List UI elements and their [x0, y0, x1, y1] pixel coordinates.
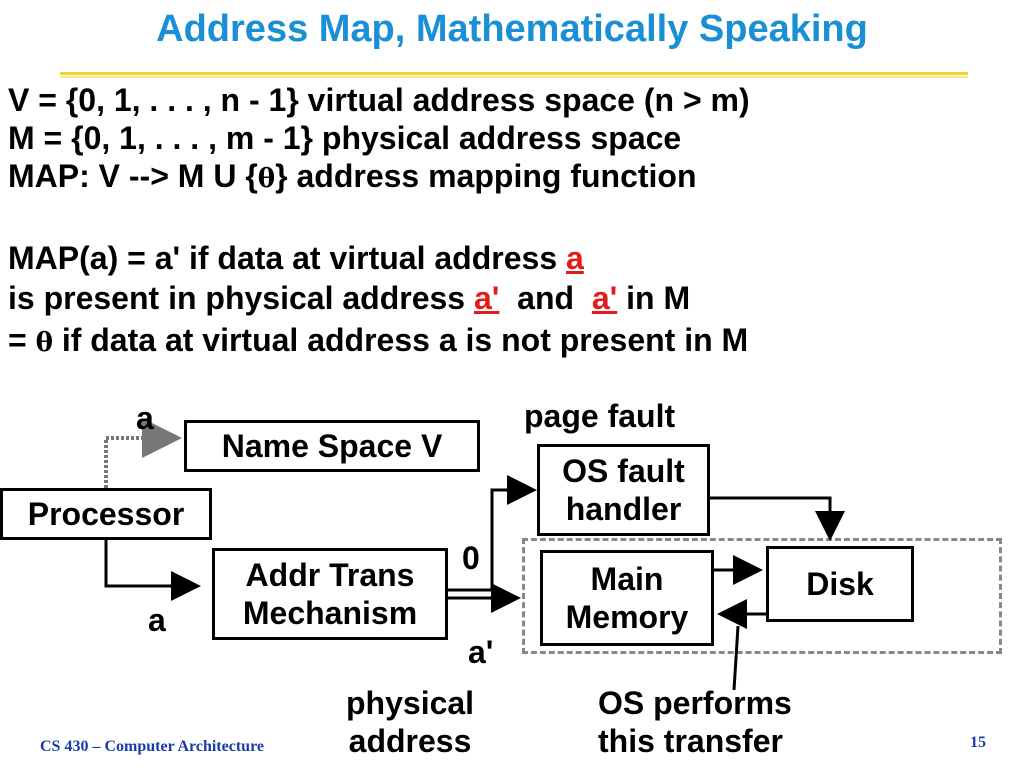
theta-symbol: θ: [257, 164, 276, 194]
definition-v: V = {0, 1, . . . , n - 1} virtual addres…: [8, 82, 750, 118]
label-zero: 0: [462, 540, 480, 576]
map-suffix: } address mapping function: [275, 158, 697, 194]
name-space-box: Name Space V: [184, 420, 480, 472]
disk-box: Disk: [766, 546, 914, 622]
label-page-fault: page fault: [524, 398, 676, 434]
mapping-line-1-text: MAP(a) = a' if data at virtual address: [8, 240, 566, 276]
mapping-line-2-mid: and: [499, 280, 592, 316]
mapping-line-3-prefix: =: [8, 322, 36, 358]
title-rule-shadow: [60, 76, 968, 78]
physical-address-var-2: a': [591, 280, 618, 316]
mapping-line-2: is present in physical address a' and a'…: [8, 280, 690, 317]
os-transfer-pointer: [732, 625, 740, 691]
virtual-address-var: a: [566, 240, 584, 276]
processor-box: Processor: [0, 488, 212, 540]
physical-address-var-1: a': [473, 280, 500, 316]
footer-course: CS 430 – Computer Architecture: [40, 738, 264, 755]
mapping-line-3: = θ if data at virtual address a is not …: [8, 322, 748, 359]
slide-title: Address Map, Mathematically Speaking: [156, 8, 868, 50]
mapping-line-2-text: is present in physical address: [8, 280, 474, 316]
page-number: 15: [970, 734, 986, 751]
processor-to-namespace-line: [104, 418, 182, 488]
label-a-bottom: a: [148, 602, 166, 638]
mapping-line-3-suffix: if data at virtual address a is not pres…: [52, 322, 749, 358]
mapping-line-2-suffix: in M: [617, 280, 691, 316]
title-rule: [60, 72, 968, 75]
definition-map: MAP: V --> M U {θ} address mapping funct…: [8, 158, 697, 195]
faulthandler-to-disk-line: [710, 496, 845, 541]
mapping-line-1: MAP(a) = a' if data at virtual address a: [8, 240, 584, 277]
map-prefix: MAP: V --> M U {: [8, 158, 258, 194]
addrtrans-to-faulthandler-line: [440, 475, 537, 592]
physical-memory-region: [522, 538, 1002, 654]
label-a-prime: a': [468, 634, 494, 670]
definition-m: M = {0, 1, . . . , m - 1} physical addre…: [8, 120, 682, 156]
theta-symbol-2: θ: [35, 328, 53, 358]
label-a-top: a: [136, 400, 154, 436]
processor-to-addrtrans-line: [104, 540, 201, 601]
